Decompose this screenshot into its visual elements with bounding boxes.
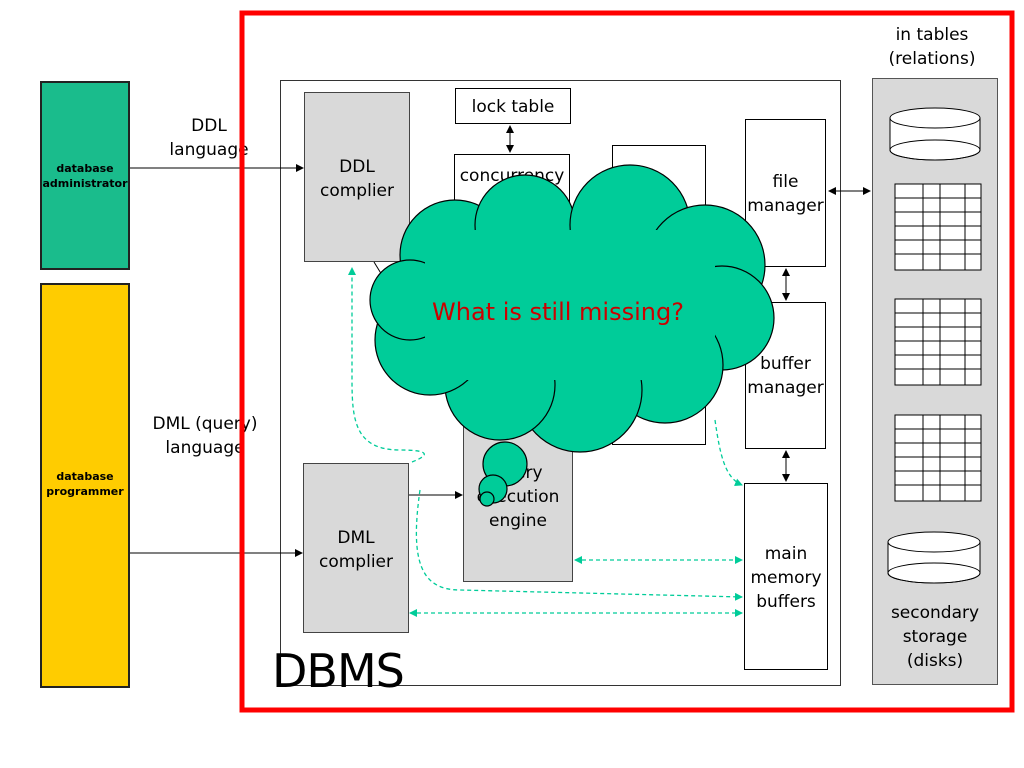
database-administrator-box xyxy=(40,81,130,270)
dashed-to-memory-top xyxy=(714,419,743,487)
main-memory-buffers-label: main memory buffers xyxy=(750,544,822,612)
dashed-dml-to-memory-1 xyxy=(415,489,743,601)
table-icon-3 xyxy=(894,414,982,502)
lock-table-box xyxy=(455,88,571,124)
database-programmer-label: database programmer xyxy=(46,470,124,498)
cloud-question: What is still missing? xyxy=(432,298,684,326)
ddl-language-label: DDL language xyxy=(169,116,249,160)
highlight-frame xyxy=(239,10,1015,713)
dml-compiler-box xyxy=(303,463,409,633)
database-administrator-label: database administrator xyxy=(42,162,128,190)
file-manager-label: file manager xyxy=(747,172,824,216)
table-icon-1 xyxy=(894,183,982,271)
database-programmer-box xyxy=(40,283,130,688)
dml-compiler-label: DML complier xyxy=(319,528,393,572)
ddl-compiler-box xyxy=(304,92,410,262)
main-memory-buffers-box xyxy=(744,483,828,670)
dml-language-label: DML (query) language xyxy=(152,414,258,458)
storage-top-note: in tables (relations) xyxy=(888,25,976,69)
ddl-compiler-label: DDL complier xyxy=(320,157,394,201)
disk-icon-top xyxy=(889,107,981,161)
table-icon-2 xyxy=(894,298,982,386)
thought-cloud xyxy=(369,164,775,507)
dbms-label: DBMS xyxy=(272,644,405,698)
lock-table-label: lock table xyxy=(471,97,555,117)
dashed-dml-to-ddl xyxy=(348,267,425,463)
disk-icon-bottom xyxy=(887,531,981,584)
storage-bottom-label: secondary storage (disks) xyxy=(890,603,980,671)
buffer-manager-label: buffer manager xyxy=(747,354,824,398)
